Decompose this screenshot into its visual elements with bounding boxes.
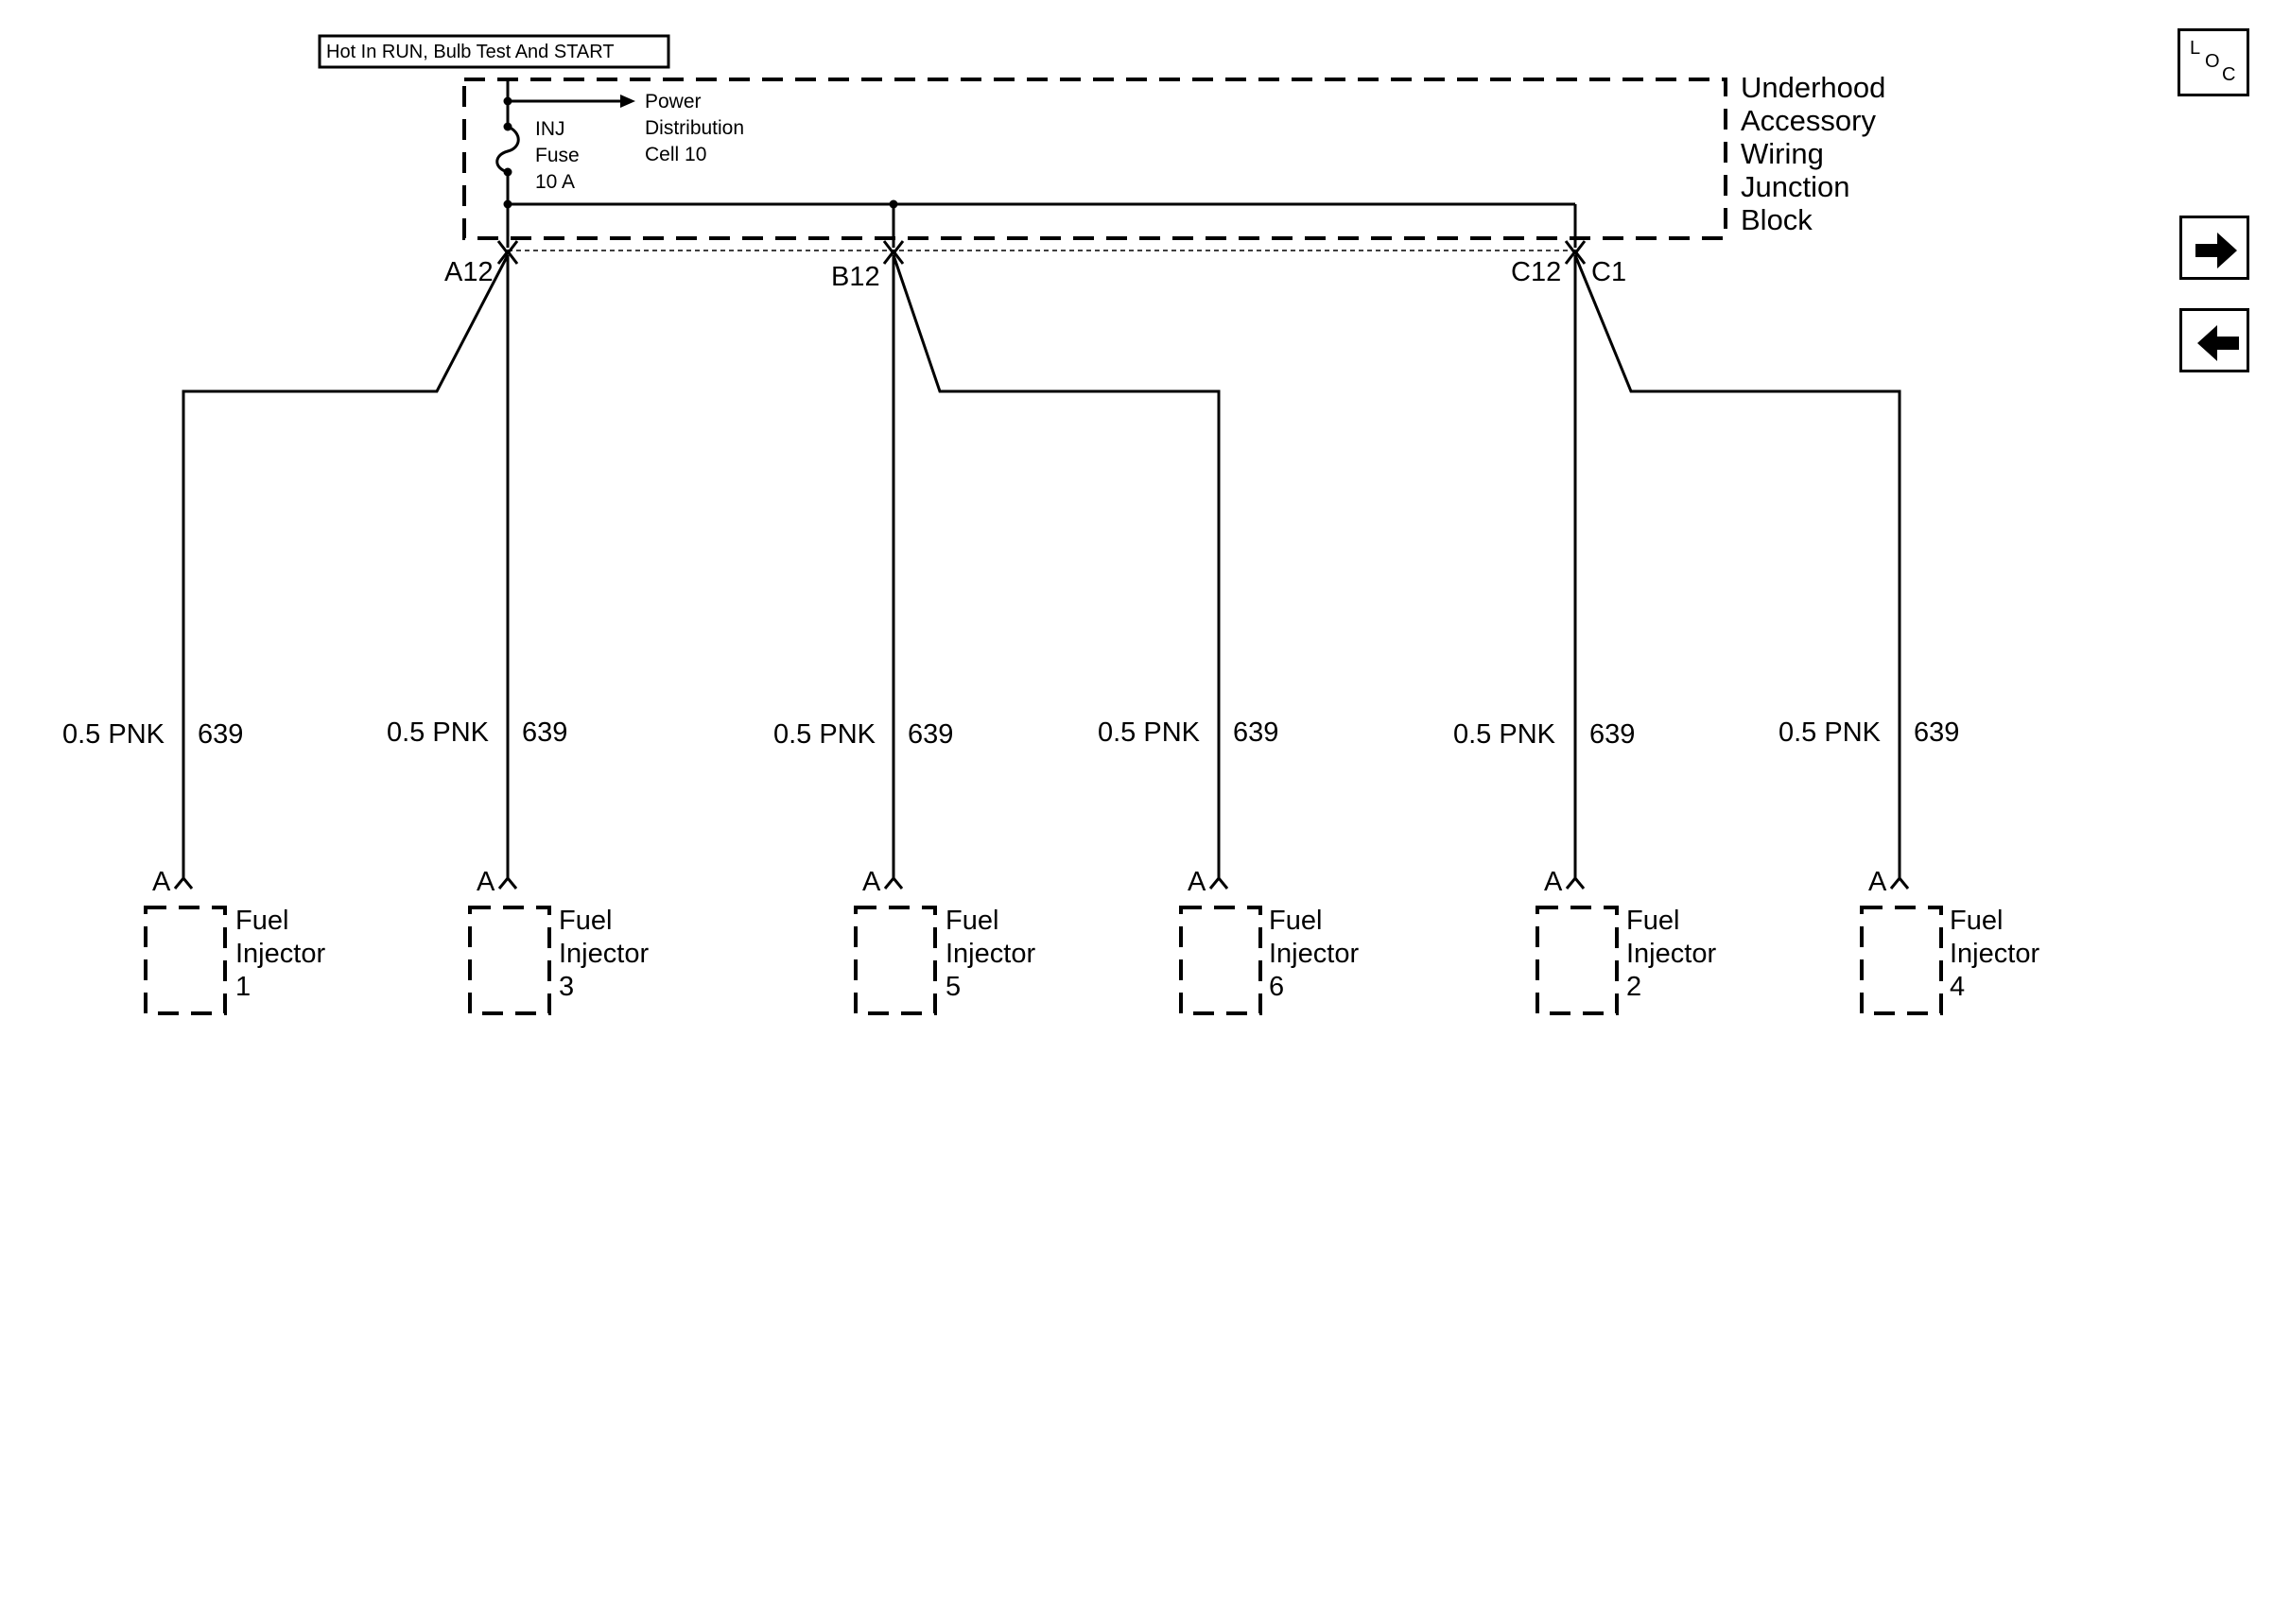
power-dist-arrow-icon bbox=[620, 95, 635, 108]
injector-5-label-1: Fuel bbox=[946, 906, 998, 936]
fuel-injector-2: A Fuel Injector 2 bbox=[1536, 867, 1716, 1015]
injector-1-pin: A bbox=[152, 867, 171, 897]
loc-letter-l: L bbox=[2190, 38, 2201, 59]
injector-5-label-2: Injector bbox=[946, 939, 1035, 969]
injector-5-pin: A bbox=[862, 867, 881, 897]
injector-1-box bbox=[144, 906, 227, 1015]
loc-letter-c: C bbox=[2222, 64, 2236, 85]
wire-2-circuit: 639 bbox=[1589, 719, 1635, 750]
injector-6-label-1: Fuel bbox=[1269, 906, 1322, 936]
fuse-label-3: 10 A bbox=[535, 171, 575, 193]
injector-4-pin: A bbox=[1868, 867, 1887, 897]
wire-3-circuit: 639 bbox=[522, 717, 567, 748]
injector-4-number: 4 bbox=[1950, 972, 1965, 1002]
wire-1-circuit: 639 bbox=[198, 719, 243, 750]
injector-2-pin-chevron-icon bbox=[1565, 875, 1586, 890]
fuel-injector-3: A Fuel Injector 3 bbox=[468, 867, 649, 1015]
injector-3-box bbox=[468, 906, 551, 1015]
fuse-label-1: INJ bbox=[535, 118, 565, 140]
fuse-label-2: Fuse bbox=[535, 145, 580, 166]
wire-6-circuit: 639 bbox=[1233, 717, 1278, 748]
wire-4-gauge: 0.5 PNK bbox=[1778, 717, 1882, 748]
junction-block-label-4: Junction bbox=[1741, 170, 1849, 203]
wire-injector-6 bbox=[892, 254, 1221, 879]
arrow-left-icon bbox=[2197, 325, 2239, 361]
injector-2-number: 2 bbox=[1626, 972, 1641, 1002]
injector-3-pin-chevron-icon bbox=[497, 875, 518, 890]
connector-b12-label: B12 bbox=[831, 262, 880, 292]
injector-5-box bbox=[854, 906, 937, 1015]
loc-letter-o: O bbox=[2205, 51, 2220, 72]
power-dist-label-2: Distribution bbox=[645, 117, 744, 139]
connector-a12-label: A12 bbox=[444, 257, 494, 287]
junction-block-label-5: Block bbox=[1741, 203, 1813, 236]
wire-3-gauge: 0.5 PNK bbox=[387, 717, 490, 748]
connector-b12-chevron-icon bbox=[882, 240, 905, 265]
injector-1-number: 1 bbox=[235, 972, 251, 1002]
injector-4-box bbox=[1860, 906, 1943, 1015]
wire-6-gauge: 0.5 PNK bbox=[1098, 717, 1201, 748]
injector-5-number: 5 bbox=[946, 972, 961, 1002]
injector-3-number: 3 bbox=[559, 972, 574, 1002]
component-locator-button[interactable]: L O C bbox=[2178, 28, 2249, 96]
junction-block-label-1: Underhood bbox=[1741, 71, 1885, 104]
connector-c-chevron-icon bbox=[1564, 240, 1587, 265]
injector-2-pin: A bbox=[1544, 867, 1563, 897]
injector-6-pin: A bbox=[1188, 867, 1206, 897]
injector-4-label-2: Injector bbox=[1950, 939, 2039, 969]
wire-5-circuit: 639 bbox=[908, 719, 953, 750]
injector-4-pin-chevron-icon bbox=[1889, 875, 1910, 890]
fuse-icon bbox=[495, 125, 520, 174]
connector-a12-chevron-icon bbox=[496, 240, 519, 265]
injector-2-label-1: Fuel bbox=[1626, 906, 1679, 936]
fuel-injector-4: A Fuel Injector 4 bbox=[1860, 867, 2039, 1015]
header-label: Hot In RUN, Bulb Test And START bbox=[326, 42, 615, 62]
next-page-button[interactable] bbox=[2179, 216, 2249, 280]
connector-c12-label: C12 bbox=[1511, 257, 1561, 287]
injector-3-pin: A bbox=[477, 867, 495, 897]
fuel-injector-1: A Fuel Injector 1 bbox=[144, 867, 325, 1015]
injector-6-label-2: Injector bbox=[1269, 939, 1359, 969]
arrow-right-icon bbox=[2195, 233, 2237, 268]
connector-c1-label: C1 bbox=[1591, 257, 1626, 287]
previous-page-button[interactable] bbox=[2179, 308, 2249, 372]
injector-1-pin-chevron-icon bbox=[173, 875, 194, 890]
power-dist-label-1: Power bbox=[645, 91, 702, 112]
wire-4-circuit: 639 bbox=[1914, 717, 1959, 748]
injector-1-label-2: Injector bbox=[235, 939, 325, 969]
injector-2-box bbox=[1536, 906, 1619, 1015]
injector-6-box bbox=[1179, 906, 1262, 1015]
injector-3-label-2: Injector bbox=[559, 939, 649, 969]
injector-6-number: 6 bbox=[1269, 972, 1284, 1002]
injector-1-label-1: Fuel bbox=[235, 906, 288, 936]
injector-3-label-1: Fuel bbox=[559, 906, 612, 936]
header-label-box bbox=[318, 34, 670, 69]
wire-1-gauge: 0.5 PNK bbox=[62, 719, 165, 750]
injector-6-pin-chevron-icon bbox=[1208, 875, 1229, 890]
injector-2-label-2: Injector bbox=[1626, 939, 1716, 969]
wire-5-gauge: 0.5 PNK bbox=[773, 719, 876, 750]
junction-block-outline bbox=[462, 78, 1727, 240]
wire-injector-1 bbox=[182, 254, 510, 879]
junction-block-label-2: Accessory bbox=[1741, 104, 1876, 137]
wire-injector-4 bbox=[1573, 254, 1901, 879]
fuel-injector-6: A Fuel Injector 6 bbox=[1179, 867, 1359, 1015]
injector-5-pin-chevron-icon bbox=[883, 875, 904, 890]
junction-block-label-3: Wiring bbox=[1741, 137, 1824, 170]
wire-2-gauge: 0.5 PNK bbox=[1453, 719, 1556, 750]
fuel-injector-5: A Fuel Injector 5 bbox=[854, 867, 1035, 1015]
injector-4-label-1: Fuel bbox=[1950, 906, 2003, 936]
power-dist-label-3: Cell 10 bbox=[645, 144, 706, 165]
